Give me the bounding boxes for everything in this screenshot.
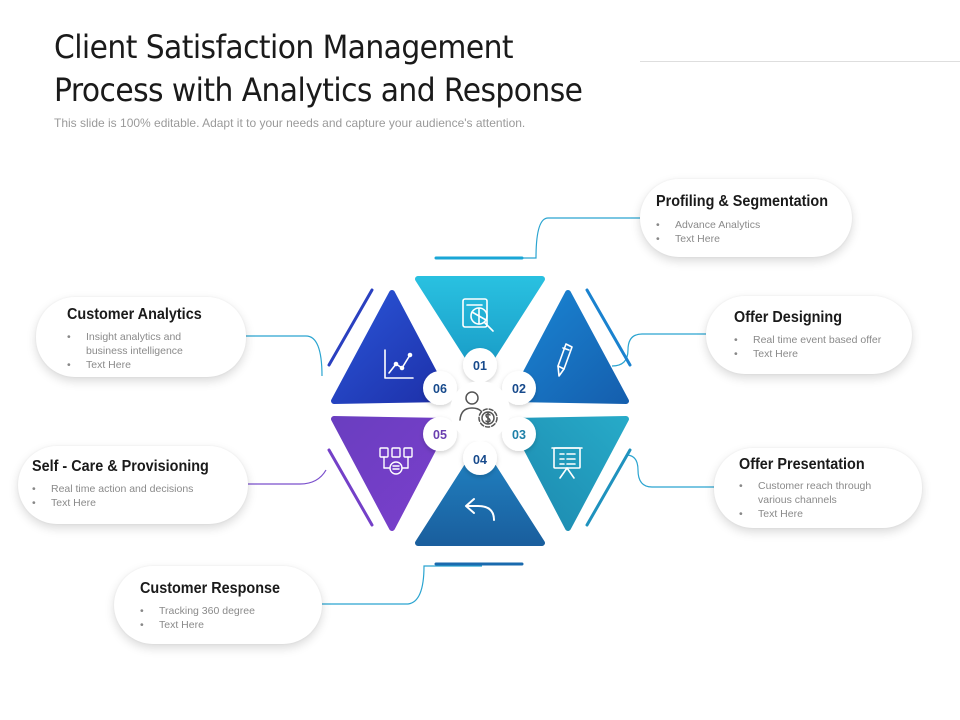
- segment-04: [415, 443, 545, 546]
- step-bullet: Text Here: [656, 232, 836, 246]
- number-badge-02: [502, 371, 536, 405]
- slide-subtitle: This slide is 100% editable. Adapt it to…: [54, 116, 526, 130]
- connector-01: [478, 217, 640, 259]
- step-bullets-06: Insight analytics and business intellige…: [67, 330, 197, 372]
- step-bullet: Tracking 360 degree: [140, 604, 310, 618]
- segment-icons: [379, 298, 583, 521]
- slide-title: Client Satisfaction Management Process w…: [54, 26, 603, 112]
- step-bullet: Text Here: [67, 358, 197, 372]
- customer-dollar-gear-icon: [459, 391, 498, 428]
- step-card-06: Customer Analytics Insight analytics and…: [36, 297, 246, 377]
- step-bullets-04: Tracking 360 degree Text Here: [140, 604, 310, 632]
- line-chart-icon: [384, 349, 414, 379]
- number-label-01: 01: [473, 359, 487, 373]
- number-label-06: 06: [433, 382, 447, 396]
- step-title-06: Customer Analytics: [67, 306, 202, 323]
- analysis-document-icon: [462, 298, 494, 332]
- title-divider: [640, 61, 960, 62]
- connector-05: [248, 469, 327, 485]
- step-title-03: Offer Presentation: [739, 456, 865, 473]
- number-badge-05: [423, 417, 457, 451]
- step-bullet: Text Here: [32, 496, 232, 510]
- connector-06: [246, 335, 323, 377]
- presentation-board-icon: [551, 447, 583, 479]
- edge-accent-06: [327, 288, 374, 367]
- number-label-03: 03: [512, 428, 526, 442]
- step-bullets-02: Real time event based offer Text Here: [734, 333, 904, 361]
- step-title-05: Self - Care & Provisioning: [32, 458, 209, 475]
- center-hub: 01 02 03 04 05 06: [423, 348, 536, 475]
- number-label-02: 02: [512, 382, 526, 396]
- number-badge-03: [502, 417, 536, 451]
- step-bullets-03: Customer reach through various channels …: [739, 479, 879, 521]
- number-label-04: 04: [473, 453, 487, 467]
- step-card-01: Profiling & Segmentation Advance Analyti…: [640, 179, 852, 257]
- step-card-04: Customer Response Tracking 360 degree Te…: [114, 566, 322, 644]
- number-labels: 01 02 03 04 05 06: [433, 359, 526, 467]
- edge-accent-03: [585, 448, 632, 527]
- step-bullets-01: Advance Analytics Text Here: [656, 218, 836, 246]
- segment-06: [331, 290, 451, 404]
- step-card-05: Self - Care & Provisioning Real time act…: [18, 446, 248, 524]
- number-label-05: 05: [433, 428, 447, 442]
- step-bullet: Real time event based offer: [734, 333, 904, 347]
- number-badge-01: [463, 348, 497, 382]
- connector-lines: [246, 217, 714, 605]
- step-card-02: Offer Designing Real time event based of…: [706, 296, 912, 374]
- edge-accents: [327, 256, 632, 566]
- step-bullet: Advance Analytics: [656, 218, 836, 232]
- step-bullet: Text Here: [739, 507, 879, 521]
- segment-05: [331, 416, 451, 531]
- slide-title-line-2: Process with Analytics and Response: [54, 71, 583, 109]
- step-title-04: Customer Response: [140, 580, 281, 597]
- connector-02: [611, 333, 706, 367]
- step-bullets-05: Real time action and decisions Text Here: [32, 482, 232, 510]
- pencil-icon: [557, 343, 573, 377]
- edge-accent-02: [585, 288, 632, 367]
- step-bullet: Text Here: [734, 347, 904, 361]
- connector-04: [322, 565, 482, 605]
- step-bullet: Customer reach through various channels: [739, 479, 879, 507]
- connector-03: [625, 454, 714, 488]
- number-badge-06: [423, 371, 457, 405]
- step-title-02: Offer Designing: [734, 309, 843, 326]
- step-bullet: Text Here: [140, 618, 310, 632]
- number-badges: [423, 348, 536, 475]
- workflow-icon: [379, 447, 413, 475]
- number-badge-04: [463, 441, 497, 475]
- edge-accent-05: [327, 448, 374, 527]
- slide-title-line-1: Client Satisfaction Management: [54, 28, 514, 66]
- step-title-01: Profiling & Segmentation: [656, 193, 829, 210]
- step-bullet: Real time action and decisions: [32, 482, 232, 496]
- reply-arrow-icon: [465, 498, 495, 521]
- segment-02: [509, 290, 629, 404]
- segment-03: [509, 416, 629, 531]
- step-bullet: Insight analytics and business intellige…: [67, 330, 197, 358]
- step-card-03: Offer Presentation Customer reach throug…: [714, 448, 922, 528]
